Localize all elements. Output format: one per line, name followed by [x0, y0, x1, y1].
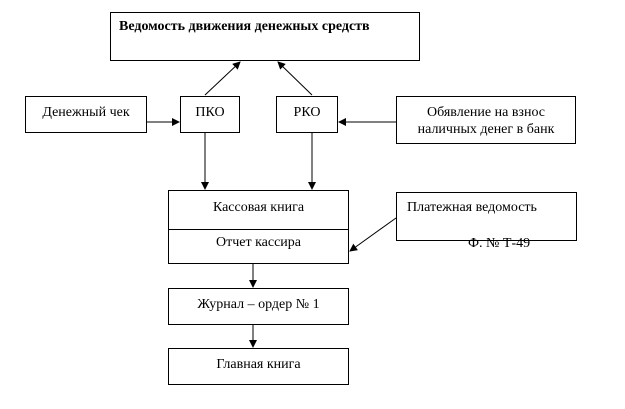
announcement-box: Обявление на взнос наличных денег в банк: [396, 96, 576, 144]
payroll-box: Платежная ведомость: [396, 192, 577, 241]
statement-title: Ведомость движения денежных средств: [119, 19, 370, 34]
ledger-box: Главная книга: [168, 348, 349, 385]
cash-book-box: Кассовая книга Отчет кассира: [168, 190, 349, 264]
announcement-line2: наличных денег в банк: [417, 122, 555, 137]
journal-box: Журнал – ордер № 1: [168, 288, 349, 325]
cheque-label: Денежный чек: [42, 105, 130, 120]
ledger-label: Главная книга: [216, 357, 301, 372]
payroll-label: Платежная ведомость: [407, 200, 537, 215]
arrow-pko-to-statement: [204, 61, 241, 96]
pko-box: ПКО: [180, 96, 240, 133]
journal-label: Журнал – ордер № 1: [197, 297, 320, 312]
cheque-box: Денежный чек: [25, 96, 147, 133]
statement-box: Ведомость движения денежных средств: [110, 12, 420, 61]
payroll-form-label: Ф. № Т-49: [468, 236, 531, 251]
cash-book-label: Кассовая книга: [212, 200, 305, 215]
rko-box: РКО: [276, 96, 338, 133]
cashier-report-label: Отчет кассира: [215, 235, 302, 250]
announcement-line1: Обявление на взнос: [426, 105, 546, 120]
cash-book-divider: [169, 229, 348, 230]
pko-label: ПКО: [195, 105, 225, 120]
arrow-rko-to-statement: [277, 61, 313, 96]
arrow-payroll-to-cashier-report: [349, 217, 397, 252]
rko-label: РКО: [293, 105, 321, 120]
